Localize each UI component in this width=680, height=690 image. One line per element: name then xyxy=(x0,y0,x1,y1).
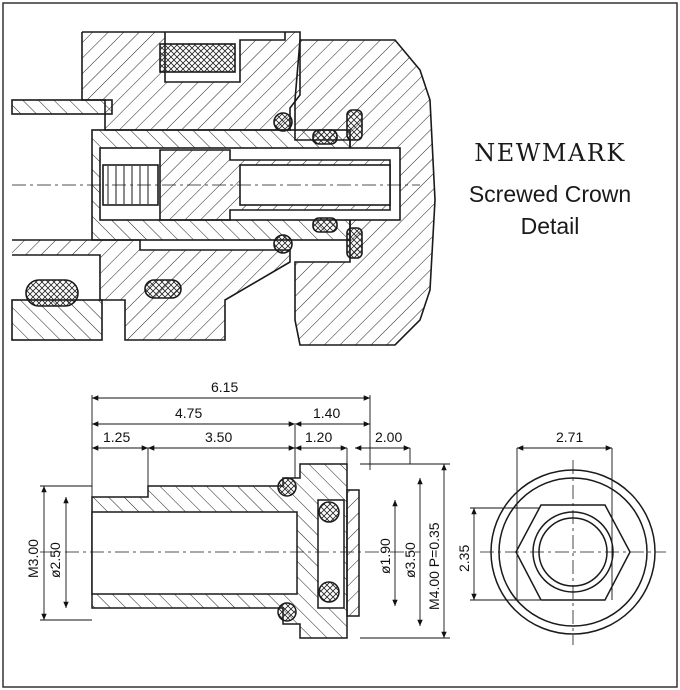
oring-8 xyxy=(144,279,182,299)
dim-tube-length: 4.75 xyxy=(175,405,202,421)
dim-2-00: 2.00 xyxy=(375,429,402,445)
side-oring-4 xyxy=(318,581,340,603)
dim-hex-width: 2.71 xyxy=(556,429,583,445)
drawing-title-line-1: Screwed Crown xyxy=(468,181,632,207)
dim-1-25: 1.25 xyxy=(103,429,130,445)
side-oring-2 xyxy=(277,602,297,622)
oring-4 xyxy=(273,234,293,254)
tube-bore xyxy=(91,511,298,595)
dim-d2-50: ø2.50 xyxy=(47,542,63,578)
dim-3-50: 3.50 xyxy=(205,429,232,445)
oring-3 xyxy=(346,109,363,141)
drawing-title-line-2: Detail xyxy=(520,213,580,239)
dim-1-20: 1.20 xyxy=(305,429,332,445)
dim-hex-height: 2.35 xyxy=(456,545,472,572)
section-view xyxy=(11,31,436,346)
side-oring-1 xyxy=(277,477,297,497)
dim-d3-50: ø3.50 xyxy=(402,542,418,578)
oring-1 xyxy=(273,112,293,132)
dim-d1-90: ø1.90 xyxy=(377,538,393,574)
title-block: NEWMARK Screwed Crown Detail xyxy=(440,138,660,242)
oring-5 xyxy=(312,217,338,233)
dim-m4: M4.00 P=0.35 xyxy=(426,522,442,610)
end-view xyxy=(480,460,666,645)
dimension-lines xyxy=(40,395,613,639)
oring-6 xyxy=(346,227,363,259)
case-lower-left xyxy=(11,299,103,341)
dim-total-length: 6.15 xyxy=(211,379,238,395)
side-view xyxy=(40,463,420,639)
dim-m3: M3.00 xyxy=(25,539,41,578)
head-ring xyxy=(346,489,360,617)
oring-7 xyxy=(25,279,79,307)
stem xyxy=(11,99,113,115)
oring-2 xyxy=(312,129,338,145)
side-oring-3 xyxy=(318,501,340,523)
top-gasket xyxy=(159,43,236,73)
brand-name: NEWMARK xyxy=(474,139,626,167)
dim-head-length: 1.40 xyxy=(313,405,340,421)
